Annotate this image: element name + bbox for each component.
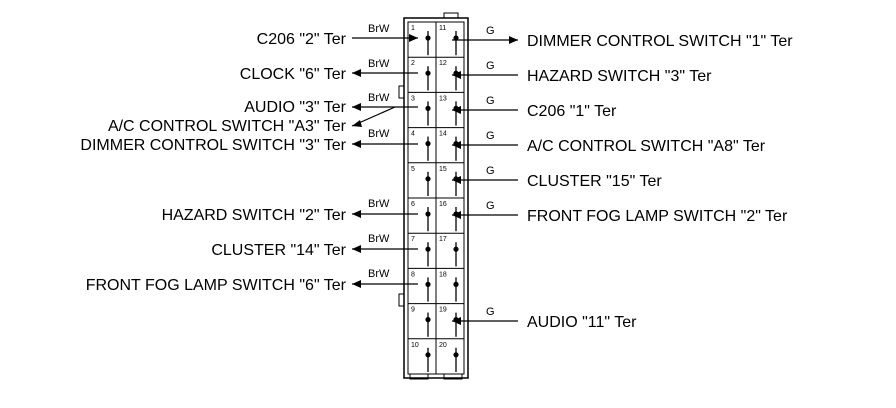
right-connection-front-fog-2: G FRONT FOG LAMP SWITCH "2" Ter	[452, 200, 788, 225]
right-connection-ac-control-a8: G A/C CONTROL SWITCH "A8" Ter	[452, 130, 766, 155]
left-label-front-fog-6: FRONT FOG LAMP SWITCH "6" Ter	[86, 277, 347, 294]
pin-number: 4	[411, 131, 415, 138]
pin-number: 13	[439, 95, 447, 102]
right-wire-color: G	[486, 25, 495, 37]
pin-number: 19	[439, 307, 447, 314]
right-connection-hazard-3: G HAZARD SWITCH "3" Ter	[452, 60, 712, 85]
terminal-dot	[425, 70, 431, 76]
pin-number: 3	[411, 95, 415, 102]
terminal-dot	[425, 35, 431, 41]
left-label-audio-3: AUDIO "3" Ter	[244, 99, 346, 116]
right-label-dimmer-control-1: DIMMER CONTROL SWITCH "1" Ter	[527, 33, 793, 50]
left-connection-hazard-2: HAZARD SWITCH "2" Ter BrW	[162, 198, 418, 224]
pin-number: 11	[439, 25, 446, 32]
terminal-dot	[453, 281, 459, 287]
left-label-cluster-14: CLUSTER "14" Ter	[211, 242, 346, 259]
terminal-dot	[425, 105, 431, 111]
left-label-ac-control-a3: A/C CONTROL SWITCH "A3" Ter	[108, 118, 347, 135]
pin-number: 12	[439, 60, 447, 67]
left-wire-color: BrW	[368, 233, 390, 245]
left-connection-front-fog-6: FRONT FOG LAMP SWITCH "6" Ter BrW	[86, 268, 418, 294]
left-connection-c206-2: C206 "2" Ter BrW	[257, 23, 418, 48]
right-wire-color: G	[486, 200, 495, 212]
terminal-dot	[425, 246, 431, 252]
left-connection-audio-ac: AUDIO "3" Ter A/C CONTROL SWITCH "A3" Te…	[108, 92, 418, 135]
right-wire-color: G	[486, 130, 495, 142]
left-label-hazard-2: HAZARD SWITCH "2" Ter	[162, 207, 347, 224]
terminal-dot	[453, 352, 459, 358]
terminal-dot	[425, 317, 431, 323]
pin-number: 15	[439, 166, 447, 173]
left-label-c206-2: C206 "2" Ter	[257, 31, 347, 48]
right-label-front-fog-2: FRONT FOG LAMP SWITCH "2" Ter	[527, 208, 788, 225]
terminal-dot	[453, 35, 459, 41]
pin-number: 10	[411, 342, 419, 349]
pin-number: 16	[439, 201, 447, 208]
left-wire-color: BrW	[368, 58, 390, 70]
left-label-clock-6: CLOCK "6" Ter	[240, 66, 347, 83]
right-label-cluster-15: CLUSTER "15" Ter	[527, 173, 662, 190]
right-wire-color: G	[486, 95, 495, 107]
pin-number: 7	[411, 236, 415, 243]
right-wire-color: G	[486, 165, 495, 177]
left-wire-color: BrW	[368, 198, 390, 210]
pin-number: 8	[411, 271, 415, 278]
pin-number: 18	[439, 271, 447, 278]
terminal-dot	[425, 281, 431, 287]
left-wire-color: BrW	[368, 23, 390, 35]
connector-body	[398, 12, 469, 380]
terminal-dot	[425, 176, 431, 182]
left-connection-cluster-14: CLUSTER "14" Ter BrW	[211, 233, 418, 259]
pin-number: 20	[439, 342, 447, 349]
terminal-dot	[425, 211, 431, 217]
pin-number: 1	[411, 25, 415, 32]
pin-number: 6	[411, 201, 415, 208]
right-connection-audio-11: G AUDIO "11" Ter	[452, 306, 637, 331]
left-wire-color: BrW	[368, 128, 390, 140]
left-connection-clock-6: CLOCK "6" Ter BrW	[240, 58, 418, 83]
terminal-dot	[425, 352, 431, 358]
left-connection-dimmer-3: DIMMER CONTROL SWITCH "3" Ter BrW	[80, 128, 418, 154]
terminal-dot	[425, 141, 431, 147]
right-connection-dimmer-1: G DIMMER CONTROL SWITCH "1" Ter	[452, 25, 793, 50]
pin-number: 9	[411, 307, 415, 314]
terminal-dot	[453, 246, 459, 252]
right-connection-cluster-15: G CLUSTER "15" Ter	[452, 165, 662, 190]
pin-number: 5	[411, 166, 415, 173]
right-label-audio-11: AUDIO "11" Ter	[527, 314, 637, 331]
left-wire-color: BrW	[368, 268, 390, 280]
left-label-dimmer-control-3: DIMMER CONTROL SWITCH "3" Ter	[80, 137, 346, 154]
right-label-hazard-3: HAZARD SWITCH "3" Ter	[527, 68, 712, 85]
right-label-c206-1: C206 "1" Ter	[527, 103, 617, 120]
pin-number: 14	[439, 131, 447, 138]
right-wire-color: G	[486, 60, 495, 72]
left-wire-color: BrW	[368, 92, 390, 104]
right-wire-color: G	[486, 306, 495, 318]
pin-number: 2	[411, 60, 415, 67]
right-label-ac-control-a8: A/C CONTROL SWITCH "A8" Ter	[527, 138, 766, 155]
right-connection-c206-1: G C206 "1" Ter	[452, 95, 617, 120]
pin-number: 17	[439, 236, 447, 243]
